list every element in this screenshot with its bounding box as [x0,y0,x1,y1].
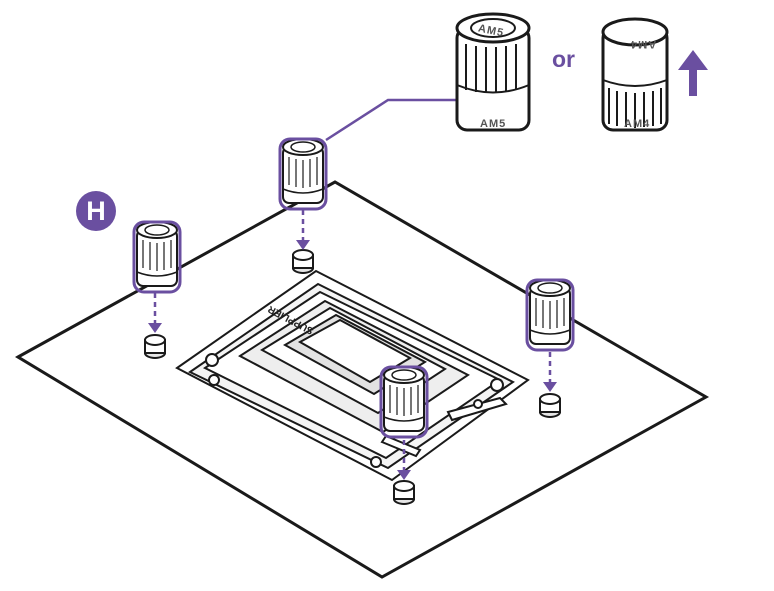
am4-bottom-label: AM4 [624,118,651,130]
standoff-cap-top [278,137,328,211]
am4-top-label: AM4 [630,38,657,50]
guide-arrows [153,210,552,470]
standoff-cap-left [132,220,182,294]
base-standoff-right [539,393,561,418]
standoff-cap-right [525,278,575,352]
step-badge: H [76,191,116,231]
am4-standoff-detail [601,17,669,132]
cpu-socket [175,269,530,482]
base-standoff-left [144,334,166,359]
standoff-cap-bottom [379,365,429,439]
base-standoff-top [292,249,314,274]
am5-standoff-detail [455,12,531,132]
am5-bottom-label: AM5 [480,118,507,130]
or-label: or [552,46,575,72]
base-standoff-bottom [393,480,415,505]
arrow-down-icon [148,240,557,480]
arrow-up-icon [678,50,708,96]
callout-leader [325,98,456,142]
